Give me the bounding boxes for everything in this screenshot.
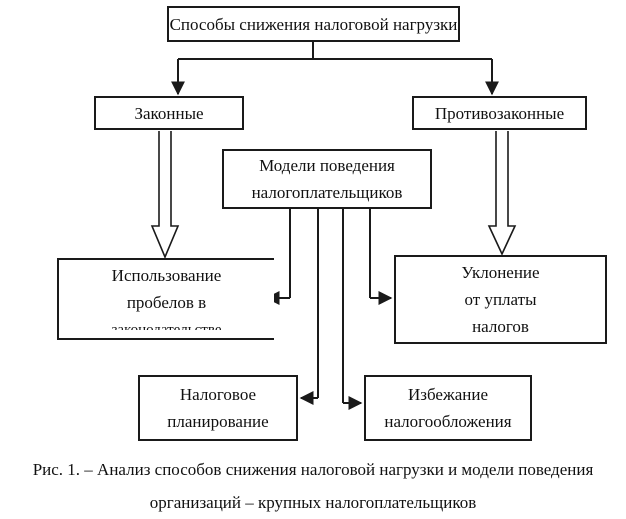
models-to-avoidance-connector [342,209,363,410]
illegal-node-label: Противозаконные [434,103,565,123]
models-to-evasion-connector [369,209,393,305]
behavior-models-label-line1: Модели поведения [259,156,395,175]
tax-evasion-label-line3: налогов [472,317,529,336]
tax-evasion-label-line2: от уплаты [464,290,537,309]
legal-node-box: Законные [94,96,244,130]
models-to-planning-connector [299,209,319,405]
tax-evasion-label-line1: Уклонение [461,263,540,282]
behavior-models-label-line2: налогоплательщиков [251,183,403,202]
figure-caption-line2: организаций – крупных налогоплательщиков [149,493,477,512]
legal-gaps-node-box: Использование пробелов в законодательств… [57,258,274,340]
tax-planning-label-line1: Налоговое [179,385,257,404]
legal-gaps-label-line1: Использование [111,266,222,285]
figure-caption-line1: Рис. 1. – Анализ способов снижения налог… [32,460,594,479]
illegal-node-box: Противозаконные [412,96,587,130]
tax-evasion-node-box: Уклонение от уплаты налогов [394,255,607,344]
tax-avoidance-label-line2: налогообложения [384,412,512,431]
legal-gaps-label-line3-cropped: законодательстве [111,322,222,330]
tax-planning-node-box: Налоговое планирование [138,375,298,441]
tax-avoidance-node-box: Избежание налогообложения [364,375,532,441]
root-node-box: Способы снижения налоговой нагрузки [167,6,460,42]
figure-caption: Рис. 1. – Анализ способов снижения налог… [0,453,626,519]
tax-avoidance-label-line1: Избежание [408,385,488,404]
legal-gaps-label-line2: пробелов в [126,293,207,312]
tax-planning-label-line2: планирование [167,412,269,431]
root-node-label: Способы снижения налоговой нагрузки [169,14,458,34]
illegal-hollow-arrow [487,131,517,256]
root-split-connector [171,42,499,96]
behavior-models-node-box: Модели поведения налогоплательщиков [222,149,432,209]
legal-node-label: Законные [134,103,204,123]
legal-hollow-arrow [150,131,180,260]
